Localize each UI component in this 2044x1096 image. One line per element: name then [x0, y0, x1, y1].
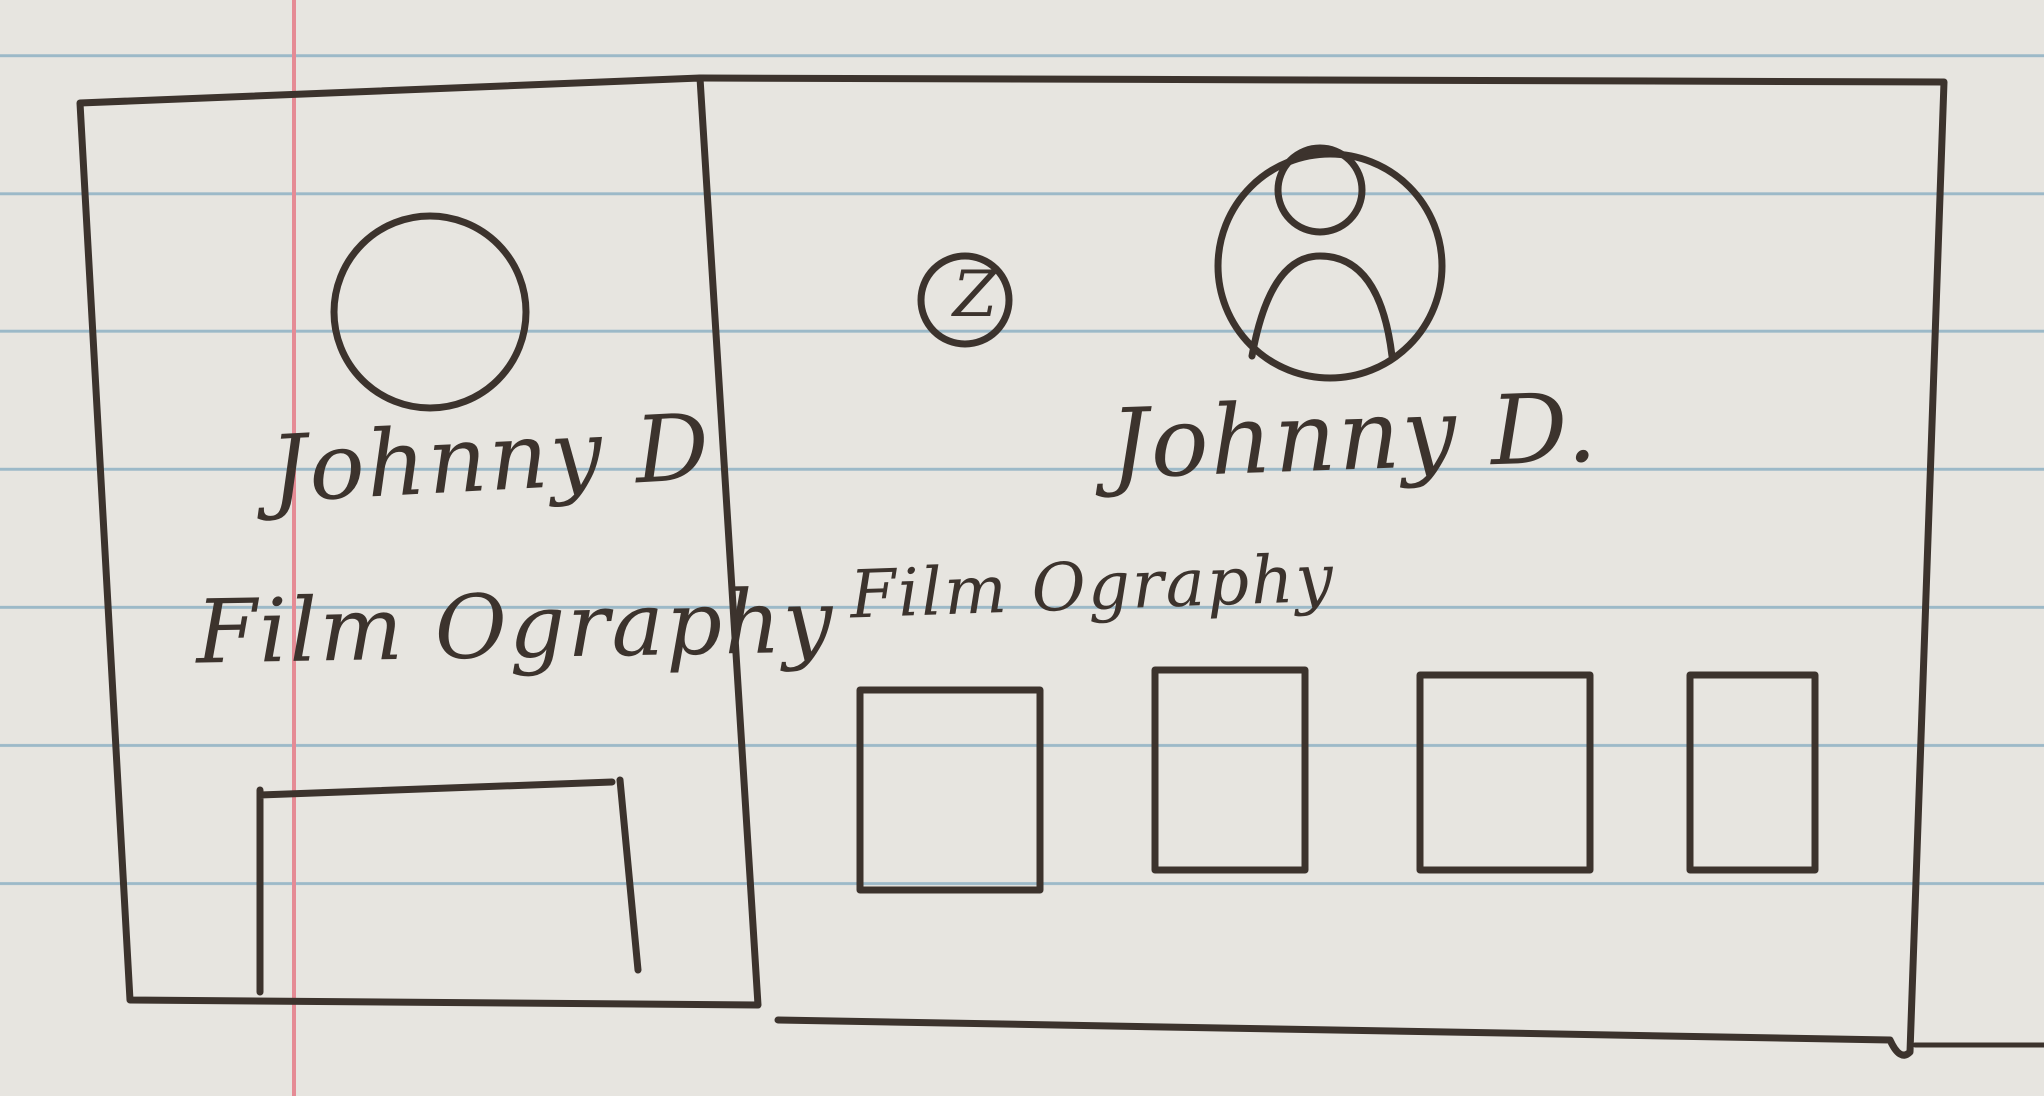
desktop-badge	[917, 252, 1013, 348]
mobile-film-thumbnail	[256, 776, 642, 996]
film-card-1[interactable]	[856, 686, 1044, 894]
desktop-avatar	[1214, 150, 1446, 382]
mobile-filmography-heading: Film Ography	[195, 569, 836, 684]
desktop-actor-name: Johnny D.	[1108, 371, 1601, 501]
desktop-avatar-head	[1274, 144, 1366, 236]
desktop-frame	[696, 74, 1948, 1059]
notebook-margin-line	[292, 0, 296, 1096]
mobile-avatar	[330, 212, 530, 412]
film-card-3[interactable]	[1416, 671, 1594, 874]
film-card-2[interactable]	[1151, 666, 1309, 874]
mobile-frame	[76, 74, 762, 1009]
desktop-badge-label: Z	[952, 258, 998, 332]
desktop-avatar-body	[1248, 252, 1396, 360]
film-card-4[interactable]	[1686, 671, 1819, 874]
